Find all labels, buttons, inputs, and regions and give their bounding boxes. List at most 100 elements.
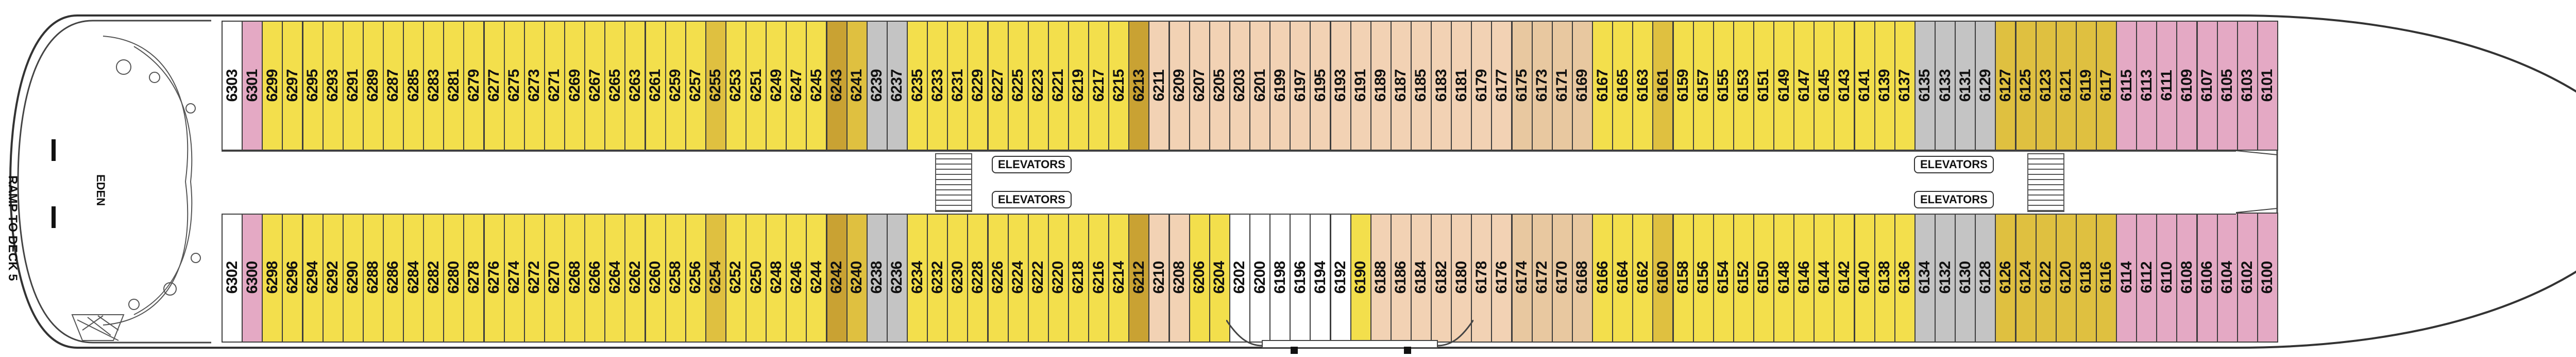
cabin-6115[interactable]: 6115 bbox=[2116, 21, 2138, 151]
cabin-6169[interactable]: 6169 bbox=[1571, 21, 1593, 151]
cabin-6272[interactable]: 6272 bbox=[523, 213, 545, 343]
cabin-6253[interactable]: 6253 bbox=[725, 21, 747, 151]
cabin-6256[interactable]: 6256 bbox=[685, 213, 706, 343]
cabin-6211[interactable]: 6211 bbox=[1148, 21, 1170, 151]
cabin-6273[interactable]: 6273 bbox=[523, 21, 545, 151]
cabin-6236[interactable]: 6236 bbox=[886, 213, 908, 343]
cabin-6218[interactable]: 6218 bbox=[1067, 213, 1089, 343]
cabin-6302[interactable]: 6302 bbox=[222, 213, 243, 343]
cabin-6195[interactable]: 6195 bbox=[1310, 21, 1331, 151]
cabin-6203[interactable]: 6203 bbox=[1229, 21, 1250, 151]
cabin-6225[interactable]: 6225 bbox=[1007, 21, 1029, 151]
cabin-6266[interactable]: 6266 bbox=[584, 213, 606, 343]
cabin-6215[interactable]: 6215 bbox=[1108, 21, 1130, 151]
cabin-6220[interactable]: 6220 bbox=[1047, 213, 1069, 343]
cabin-6172[interactable]: 6172 bbox=[1531, 213, 1553, 343]
cabin-6219[interactable]: 6219 bbox=[1067, 21, 1089, 151]
cabin-6284[interactable]: 6284 bbox=[403, 213, 425, 343]
cabin-6138[interactable]: 6138 bbox=[1874, 213, 1895, 343]
cabin-6189[interactable]: 6189 bbox=[1370, 21, 1392, 151]
cabin-6176[interactable]: 6176 bbox=[1491, 213, 1513, 343]
cabin-6301[interactable]: 6301 bbox=[242, 21, 263, 151]
cabin-6111[interactable]: 6111 bbox=[2156, 21, 2178, 151]
cabin-6276[interactable]: 6276 bbox=[483, 213, 505, 343]
cabin-6212[interactable]: 6212 bbox=[1128, 213, 1150, 343]
cabin-6101[interactable]: 6101 bbox=[2257, 21, 2278, 151]
cabin-6255[interactable]: 6255 bbox=[705, 21, 726, 151]
cabin-6294[interactable]: 6294 bbox=[302, 213, 324, 343]
cabin-6297[interactable]: 6297 bbox=[282, 21, 303, 151]
cabin-6129[interactable]: 6129 bbox=[1975, 21, 1996, 151]
cabin-6277[interactable]: 6277 bbox=[483, 21, 505, 151]
cabin-6155[interactable]: 6155 bbox=[1713, 21, 1734, 151]
cabin-6281[interactable]: 6281 bbox=[443, 21, 465, 151]
cabin-6274[interactable]: 6274 bbox=[503, 213, 525, 343]
cabin-6286[interactable]: 6286 bbox=[382, 213, 404, 343]
cabin-6258[interactable]: 6258 bbox=[665, 213, 686, 343]
cabin-6107[interactable]: 6107 bbox=[2196, 21, 2218, 151]
cabin-6136[interactable]: 6136 bbox=[1894, 213, 1916, 343]
cabin-6287[interactable]: 6287 bbox=[382, 21, 404, 151]
cabin-6119[interactable]: 6119 bbox=[2075, 21, 2097, 151]
cabin-6245[interactable]: 6245 bbox=[806, 21, 827, 151]
cabin-6188[interactable]: 6188 bbox=[1370, 213, 1392, 343]
cabin-6151[interactable]: 6151 bbox=[1753, 21, 1774, 151]
cabin-6293[interactable]: 6293 bbox=[322, 21, 344, 151]
cabin-6241[interactable]: 6241 bbox=[846, 21, 868, 151]
cabin-6239[interactable]: 6239 bbox=[866, 21, 888, 151]
cabin-6183[interactable]: 6183 bbox=[1431, 21, 1452, 151]
cabin-6113[interactable]: 6113 bbox=[2136, 21, 2158, 151]
cabin-6292[interactable]: 6292 bbox=[322, 213, 344, 343]
cabin-6164[interactable]: 6164 bbox=[1612, 213, 1634, 343]
cabin-6268[interactable]: 6268 bbox=[564, 213, 586, 343]
cabin-6163[interactable]: 6163 bbox=[1632, 21, 1654, 151]
cabin-6217[interactable]: 6217 bbox=[1088, 21, 1110, 151]
cabin-6120[interactable]: 6120 bbox=[2055, 213, 2077, 343]
cabin-6298[interactable]: 6298 bbox=[262, 213, 283, 343]
cabin-6227[interactable]: 6227 bbox=[987, 21, 1009, 151]
cabin-6130[interactable]: 6130 bbox=[1955, 213, 1976, 343]
cabin-6167[interactable]: 6167 bbox=[1592, 21, 1614, 151]
cabin-6121[interactable]: 6121 bbox=[2055, 21, 2077, 151]
cabin-6231[interactable]: 6231 bbox=[947, 21, 969, 151]
cabin-6235[interactable]: 6235 bbox=[907, 21, 928, 151]
cabin-6288[interactable]: 6288 bbox=[362, 213, 384, 343]
cabin-6126[interactable]: 6126 bbox=[1995, 213, 2016, 343]
cabin-6222[interactable]: 6222 bbox=[1027, 213, 1049, 343]
cabin-6264[interactable]: 6264 bbox=[604, 213, 626, 343]
cabin-6213[interactable]: 6213 bbox=[1128, 21, 1150, 151]
cabin-6280[interactable]: 6280 bbox=[443, 213, 465, 343]
cabin-6247[interactable]: 6247 bbox=[786, 21, 807, 151]
cabin-6271[interactable]: 6271 bbox=[544, 21, 565, 151]
cabin-6283[interactable]: 6283 bbox=[423, 21, 445, 151]
cabin-6234[interactable]: 6234 bbox=[907, 213, 928, 343]
cabin-6237[interactable]: 6237 bbox=[886, 21, 908, 151]
cabin-6238[interactable]: 6238 bbox=[866, 213, 888, 343]
cabin-6154[interactable]: 6154 bbox=[1713, 213, 1734, 343]
cabin-6109[interactable]: 6109 bbox=[2176, 21, 2198, 151]
cabin-6102[interactable]: 6102 bbox=[2236, 213, 2258, 343]
cabin-6170[interactable]: 6170 bbox=[1551, 213, 1573, 343]
cabin-6179[interactable]: 6179 bbox=[1471, 21, 1493, 151]
cabin-6100[interactable]: 6100 bbox=[2257, 213, 2278, 343]
cabin-6193[interactable]: 6193 bbox=[1330, 21, 1351, 151]
cabin-6171[interactable]: 6171 bbox=[1551, 21, 1573, 151]
cabin-6296[interactable]: 6296 bbox=[282, 213, 303, 343]
cabin-6228[interactable]: 6228 bbox=[967, 213, 989, 343]
cabin-6251[interactable]: 6251 bbox=[745, 21, 767, 151]
cabin-6252[interactable]: 6252 bbox=[725, 213, 747, 343]
cabin-6240[interactable]: 6240 bbox=[846, 213, 868, 343]
cabin-6146[interactable]: 6146 bbox=[1793, 213, 1815, 343]
cabin-6290[interactable]: 6290 bbox=[342, 213, 364, 343]
cabin-6142[interactable]: 6142 bbox=[1834, 213, 1855, 343]
cabin-6133[interactable]: 6133 bbox=[1935, 21, 1956, 151]
cabin-6263[interactable]: 6263 bbox=[624, 21, 646, 151]
cabin-6158[interactable]: 6158 bbox=[1672, 213, 1694, 343]
cabin-6250[interactable]: 6250 bbox=[745, 213, 767, 343]
cabin-6143[interactable]: 6143 bbox=[1834, 21, 1855, 151]
cabin-6137[interactable]: 6137 bbox=[1894, 21, 1916, 151]
cabin-6103[interactable]: 6103 bbox=[2236, 21, 2258, 151]
cabin-6191[interactable]: 6191 bbox=[1350, 21, 1371, 151]
cabin-6141[interactable]: 6141 bbox=[1854, 21, 1875, 151]
cabin-6285[interactable]: 6285 bbox=[403, 21, 425, 151]
